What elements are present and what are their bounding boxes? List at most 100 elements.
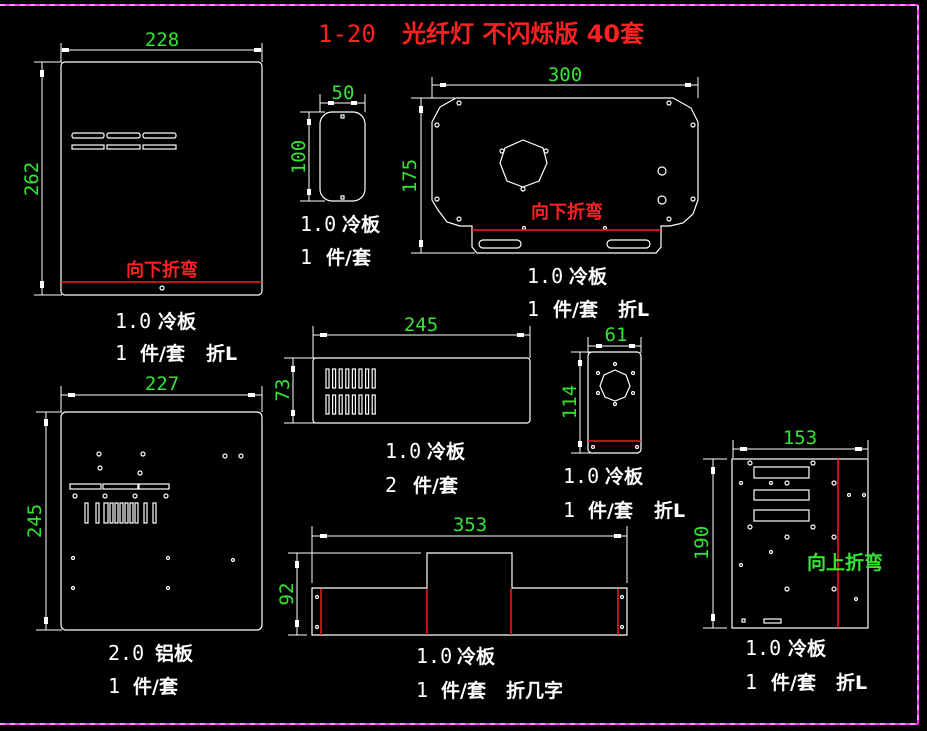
dimension-height: 100 — [288, 140, 310, 174]
vent-slot — [351, 394, 356, 415]
sheet-outline — [311, 552, 628, 636]
vent-slot — [152, 502, 157, 524]
sheet-outline — [319, 111, 366, 202]
vent-slot — [143, 502, 148, 524]
part-6-thickness: 2.0 — [108, 641, 144, 665]
part-6-material: 铝板 — [155, 642, 194, 665]
part-4[interactable]: 245 73 — [272, 314, 531, 424]
dimension-height: 92 — [276, 583, 298, 606]
vent-slot — [358, 368, 363, 389]
vent-slot — [365, 368, 370, 389]
vent-slot — [371, 394, 376, 415]
dimension-width: 61 — [605, 324, 628, 346]
dimension-height: 175 — [399, 159, 421, 193]
part-6-unit: 件/套 — [133, 675, 179, 698]
dimension-width: 227 — [145, 373, 179, 395]
title-text: 光纤灯 不闪烁版 40套 — [401, 20, 645, 48]
part-5[interactable]: 61 114 — [559, 324, 642, 454]
part-2-material: 冷板 — [342, 213, 381, 236]
part-1[interactable]: 228 262 向下折弯 — [21, 29, 263, 296]
mount-holes — [314, 594, 625, 630]
part-5-process: 折L — [654, 500, 685, 522]
vent-slots — [325, 368, 376, 415]
part-2-unit: 件/套 — [326, 246, 372, 269]
slot — [763, 618, 782, 624]
center-cutout — [499, 139, 548, 188]
vent-slots — [84, 502, 157, 524]
mount-holes — [434, 100, 696, 231]
part-3-unit: 件/套 — [553, 298, 599, 321]
bend-note: 向上折弯 — [807, 551, 883, 574]
sheet-outline — [60, 61, 263, 296]
slot — [753, 509, 810, 522]
dimension-height: 262 — [21, 162, 43, 196]
part-1-qty: 1 — [115, 341, 127, 365]
part-3[interactable]: 300 175 向下折弯 — [399, 64, 699, 254]
part-8-material: 冷板 — [788, 637, 827, 660]
part-5-qty: 1 — [563, 498, 575, 522]
part-8-thickness: 1.0 — [745, 636, 781, 660]
part-3-qty: 1 — [527, 297, 539, 321]
part-8-process: 折L — [836, 672, 867, 694]
mount-hole — [340, 195, 345, 200]
part-7-thickness: 1.0 — [416, 644, 452, 668]
vent-slot — [338, 368, 343, 389]
mount-holes — [70, 451, 244, 591]
part-2-qty: 1 — [300, 245, 312, 269]
dimension-width: 353 — [453, 514, 487, 536]
part-6[interactable]: 227 245 — [24, 373, 263, 631]
mount-holes — [590, 361, 640, 450]
part-5-unit: 件/套 — [588, 499, 634, 522]
bend-note: 向下折弯 — [531, 201, 603, 223]
dimension-height: 245 — [24, 504, 46, 538]
dimension-height: 190 — [691, 526, 713, 560]
part-5-material: 冷板 — [605, 465, 644, 488]
sheet-outline — [587, 351, 642, 454]
part-1-thickness: 1.0 — [115, 309, 151, 333]
drawing-frame — [0, 4, 919, 725]
vent-slot — [358, 394, 363, 415]
part-2[interactable]: 50 100 — [288, 82, 366, 202]
part-1-unit: 件/套 — [140, 342, 186, 365]
mount-hole — [741, 618, 746, 623]
mount-hole — [159, 285, 165, 291]
center-cutout — [599, 369, 631, 402]
vent-slots — [71, 132, 177, 150]
dimension-width: 50 — [332, 82, 355, 104]
part-5-thickness: 1.0 — [563, 464, 599, 488]
part-4-qty: 2 — [385, 473, 397, 497]
vent-slot — [119, 502, 124, 524]
part-1-process: 折L — [206, 343, 237, 365]
vent-slot — [95, 502, 100, 524]
vent-slot — [332, 394, 337, 415]
part-8-unit: 件/套 — [771, 671, 817, 694]
dimension-width: 300 — [548, 64, 582, 86]
mount-hole — [340, 114, 345, 119]
vent-slot — [351, 368, 356, 389]
vent-slot — [365, 394, 370, 415]
title-scale: 1-20 — [318, 20, 376, 48]
part-2-thickness: 1.0 — [300, 212, 336, 236]
part-4-unit: 件/套 — [413, 474, 459, 497]
vent-slot — [338, 394, 343, 415]
part-8[interactable]: 153 190 向上折弯 — [691, 427, 883, 629]
part-6-qty: 1 — [108, 674, 120, 698]
vent-slot — [124, 502, 129, 524]
part-4-material: 冷板 — [427, 440, 466, 463]
part-7-process: 折几字 — [506, 679, 563, 702]
dimension-width: 245 — [404, 314, 438, 336]
part-7[interactable]: 353 92 — [276, 514, 628, 636]
dimension-width: 228 — [145, 29, 179, 51]
vent-slot — [84, 502, 89, 524]
vent-slot — [129, 502, 134, 524]
vent-slot — [332, 368, 337, 389]
slot — [478, 239, 522, 249]
sheet-outline — [312, 357, 531, 424]
dimension-height: 73 — [272, 379, 294, 402]
bend-note: 向下折弯 — [126, 259, 198, 281]
vent-slot — [103, 502, 109, 524]
part-8-qty: 1 — [745, 670, 757, 694]
vent-slot — [371, 368, 376, 389]
part-7-material: 冷板 — [457, 645, 496, 668]
